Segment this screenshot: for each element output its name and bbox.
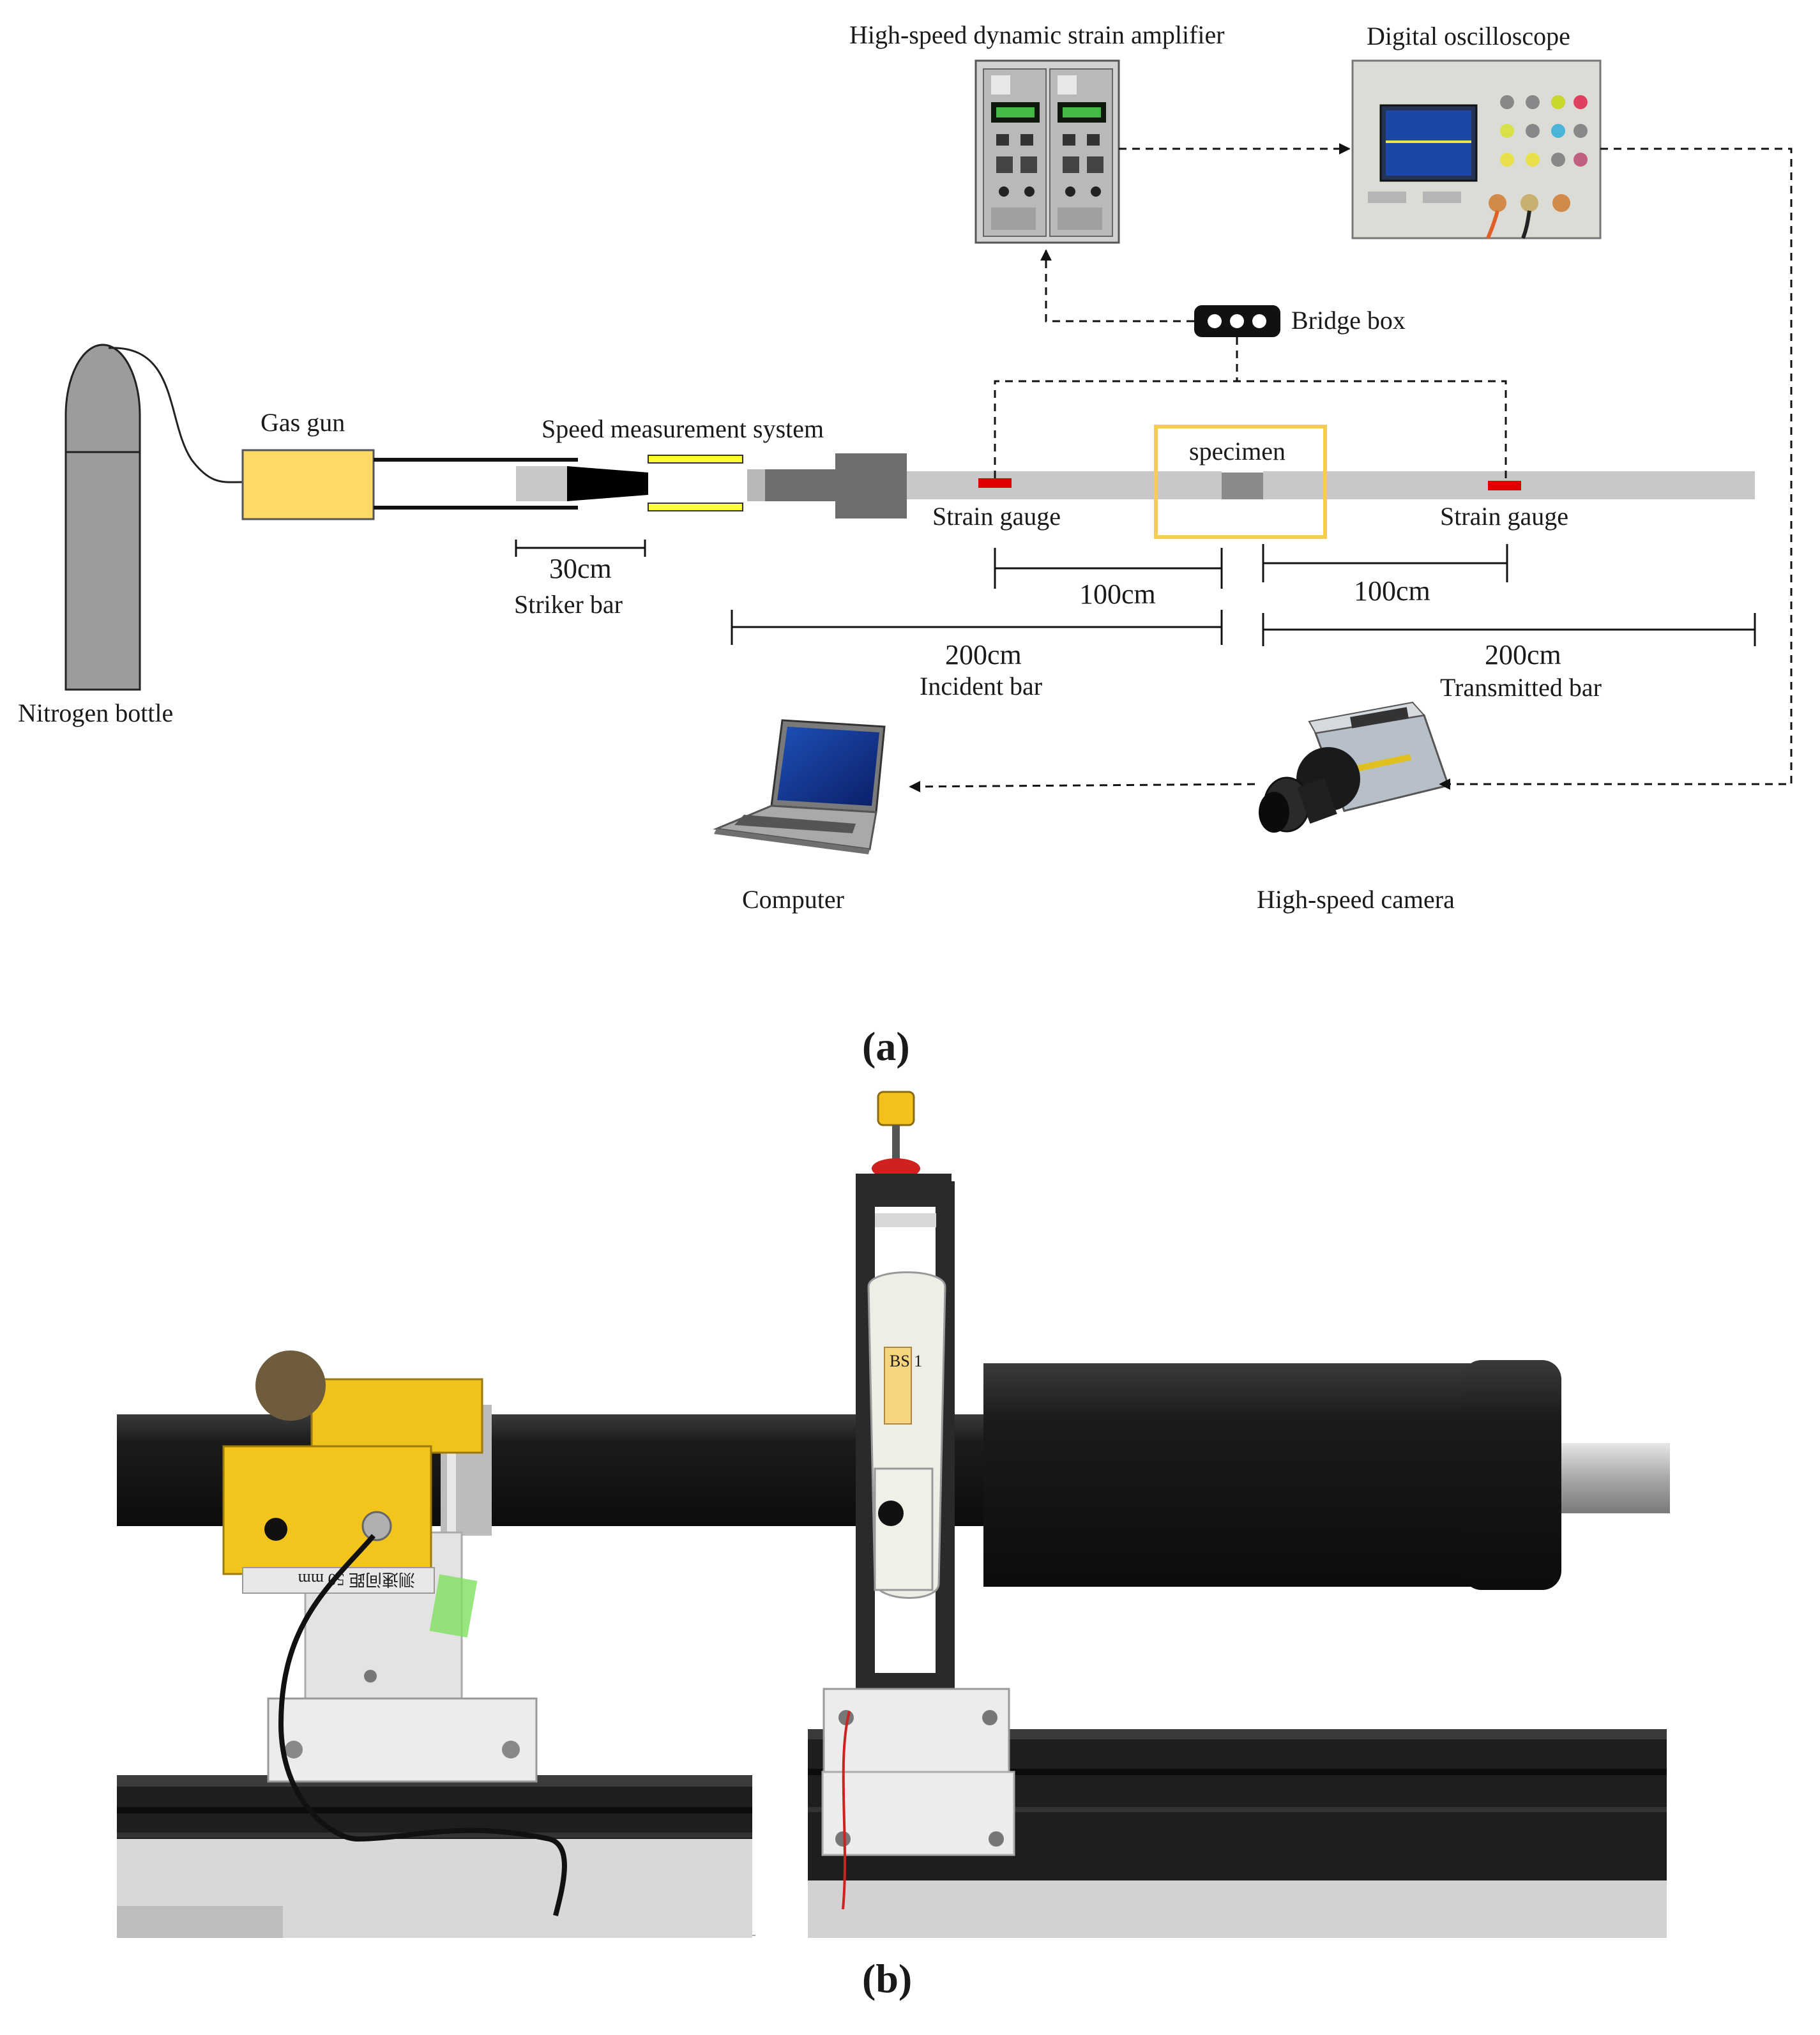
speed-sensor-top bbox=[648, 455, 743, 464]
striker-bar-body bbox=[516, 466, 567, 501]
nitrogen-bottle-label: Nitrogen bottle bbox=[18, 699, 173, 727]
caption-b: (b) bbox=[862, 1956, 912, 2001]
high-speed-camera bbox=[1259, 701, 1450, 833]
incident-length-dimension bbox=[731, 610, 1223, 645]
gauge-to-bridge-line bbox=[994, 380, 1507, 481]
incident-length-label: 200cm bbox=[945, 639, 1022, 670]
gauge-distance-left-dimension bbox=[994, 548, 1223, 589]
speed-sensor-bottom bbox=[648, 503, 743, 511]
speed-sensor-photo: 测速间距 50 mm bbox=[222, 1350, 567, 1916]
signal-lines bbox=[909, 143, 1793, 792]
transmitted-length-dimension bbox=[1262, 613, 1756, 646]
sensor-cable bbox=[278, 1534, 567, 1916]
gauge-wire bbox=[842, 1711, 851, 1910]
computer bbox=[713, 719, 886, 854]
specimen-label: specimen bbox=[1189, 437, 1285, 465]
gas-gun-label: Gas gun bbox=[261, 408, 345, 437]
striker-length-label: 30cm bbox=[549, 553, 612, 584]
photo-b: 测速间距 50 mm BS 1 bbox=[117, 1091, 1670, 1938]
gas-hose bbox=[108, 347, 243, 483]
camera-to-computer-line bbox=[909, 780, 1255, 792]
incident-bar bbox=[907, 471, 1222, 499]
gauge-distance-right-label: 100cm bbox=[1354, 575, 1430, 607]
transmitted-bar-photo bbox=[1561, 1443, 1670, 1513]
digital-oscilloscope bbox=[1351, 59, 1602, 239]
cylinder-end-cap bbox=[1462, 1360, 1561, 1590]
camera-label: High-speed camera bbox=[1257, 885, 1455, 914]
bridge-box bbox=[1194, 305, 1280, 337]
gauge-distance-left-label: 100cm bbox=[1079, 579, 1156, 610]
striker-dimension bbox=[515, 540, 646, 557]
strain-gauge-left-label: Strain gauge bbox=[932, 502, 1061, 531]
clamp-tag: BS 1 bbox=[890, 1352, 922, 1370]
gas-gun bbox=[241, 449, 375, 520]
strain-amplifier-label: High-speed dynamic strain amplifier bbox=[849, 20, 1225, 49]
computer-label: Computer bbox=[742, 885, 844, 914]
specimen bbox=[1222, 473, 1263, 499]
pressure-cylinder bbox=[983, 1363, 1472, 1587]
striker-bar-tip bbox=[567, 466, 648, 501]
confinement-clamp: BS 1 bbox=[821, 1091, 1015, 1910]
caption-a: (a) bbox=[862, 1024, 910, 1069]
gauge-distance-right-dimension bbox=[1262, 544, 1508, 582]
strain-gauge-left bbox=[978, 478, 1012, 488]
transmitted-length-label: 200cm bbox=[1485, 639, 1561, 670]
strain-gauge-right bbox=[1488, 481, 1521, 490]
specimen-highlight-box bbox=[1154, 425, 1327, 539]
incident-bar-flange bbox=[835, 453, 907, 518]
oscilloscope-to-camera-line bbox=[1439, 148, 1793, 790]
incident-bar-end bbox=[747, 469, 765, 501]
bridge-box-label: Bridge box bbox=[1291, 306, 1406, 335]
strain-gauge-right-label: Strain gauge bbox=[1440, 502, 1568, 531]
oscilloscope-label: Digital oscilloscope bbox=[1367, 22, 1570, 50]
schematic-a: Nitrogen bottle Gas gun Speed measuremen… bbox=[18, 20, 1793, 914]
nitrogen-bottle bbox=[64, 344, 243, 691]
sensor-plate-text: 测速间距 50 mm bbox=[298, 1570, 415, 1589]
incident-bar-sleeve bbox=[765, 469, 835, 501]
speed-system-label: Speed measurement system bbox=[542, 414, 824, 443]
transmitted-bar-label: Transmitted bar bbox=[1440, 673, 1602, 702]
incident-bar-label: Incident bar bbox=[920, 672, 1042, 700]
strain-amplifier bbox=[974, 59, 1120, 244]
bridge-to-amplifier-line bbox=[1040, 249, 1194, 322]
bench-right bbox=[808, 1880, 1667, 1938]
striker-bar-label: Striker bar bbox=[514, 590, 623, 619]
